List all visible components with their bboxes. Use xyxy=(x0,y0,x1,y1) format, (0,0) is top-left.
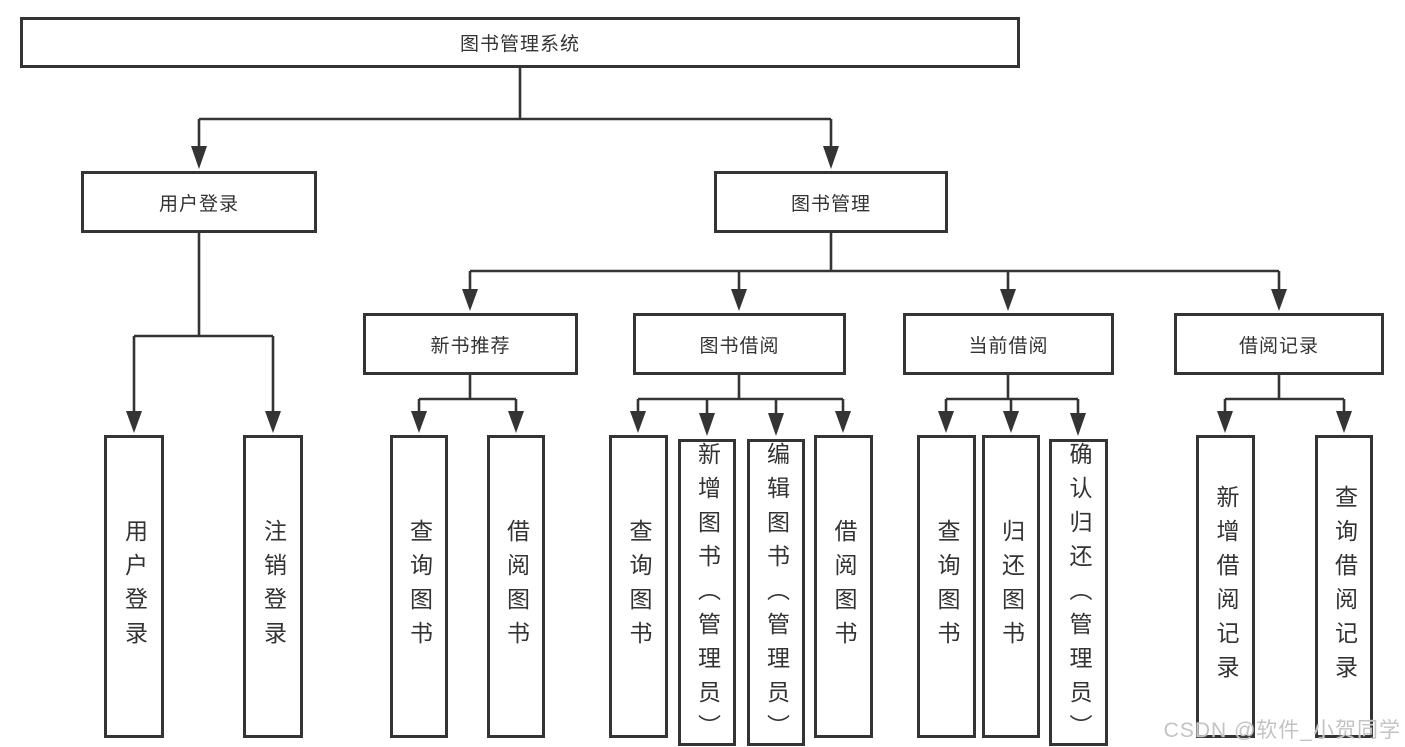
leaf-confirm-return-admin: 确认归还（管理员） xyxy=(1049,439,1108,746)
leaf-query-books-borrowing: 查询图书 xyxy=(609,435,668,738)
node-borrowing-records: 借阅记录 xyxy=(1174,313,1384,375)
leaf-query-books-recommend: 查询图书 xyxy=(390,435,448,738)
node-new-book-recommend: 新书推荐 xyxy=(363,313,578,375)
node-book-management: 图书管理 xyxy=(714,171,948,233)
leaf-borrow-books-borrowing: 借阅图书 xyxy=(814,435,873,738)
leaf-logout: 注销登录 xyxy=(243,435,303,738)
node-current-borrowing: 当前借阅 xyxy=(903,313,1114,375)
leaf-add-borrow-record: 新增借阅记录 xyxy=(1196,435,1255,738)
node-book-borrowing: 图书借阅 xyxy=(633,313,846,375)
leaf-edit-books-admin: 编辑图书（管理员） xyxy=(747,439,805,746)
watermark: CSDN @软件_小贺同学 xyxy=(1163,719,1401,742)
leaf-user-login: 用户登录 xyxy=(104,435,164,738)
leaf-query-borrow-record: 查询借阅记录 xyxy=(1315,435,1373,738)
node-root: 图书管理系统 xyxy=(20,17,1020,68)
leaf-borrow-books-recommend: 借阅图书 xyxy=(487,435,545,738)
arrowheads xyxy=(126,146,1352,436)
leaf-add-books-admin: 新增图书（管理员） xyxy=(678,439,736,746)
leaf-query-books-current: 查询图书 xyxy=(917,435,976,738)
leaf-return-books: 归还图书 xyxy=(982,435,1040,738)
node-user-login: 用户登录 xyxy=(81,171,317,233)
